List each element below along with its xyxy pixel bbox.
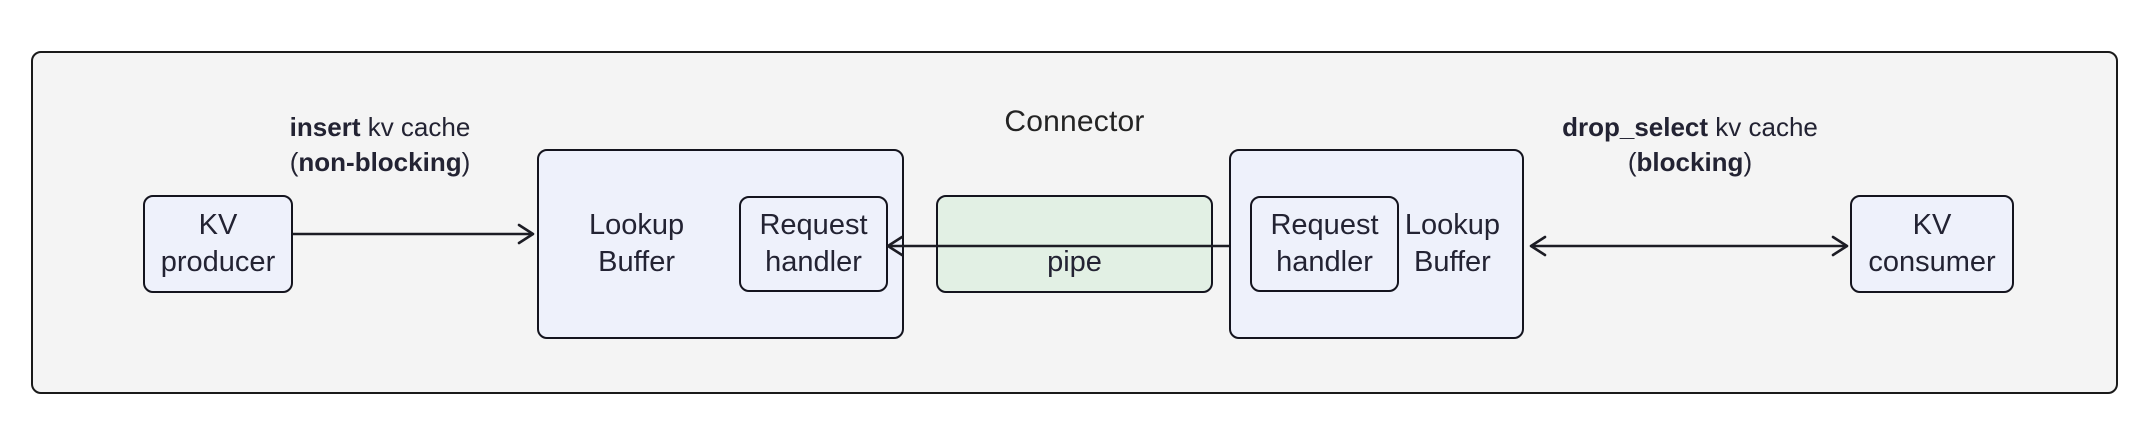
node-request-handler-right[interactable]: Request handler — [1250, 196, 1399, 292]
edge-label-insert-op: insert — [289, 112, 361, 142]
node-request-handler-left[interactable]: Request handler — [739, 196, 888, 292]
node-request-handler-left-label: Request handler — [759, 208, 868, 278]
edge-label-drop-select-paren-close: ) — [1743, 146, 1753, 177]
node-pipe[interactable]: pipe — [936, 195, 1213, 293]
edge-label-insert-paren-close: ) — [461, 146, 471, 177]
node-lookup-buffer-left-label: Lookup Buffer — [589, 208, 685, 278]
edge-label-drop-select-paren-open: ( — [1627, 146, 1637, 177]
edge-label-drop-select-mode: blocking — [1636, 146, 1744, 177]
edge-label-drop-select-op: drop_select — [1562, 112, 1709, 142]
node-kv-producer[interactable]: KV producer — [143, 195, 293, 293]
edge-label-insert-rest: kv cache — [360, 112, 471, 142]
edge-label-insert-mode: non-blocking — [298, 146, 462, 177]
node-pipe-label: pipe — [1047, 245, 1102, 278]
edge-label-drop-select: drop_select kv cache (blocking) — [1530, 110, 1850, 180]
node-lookup-buffer-right-label: Lookup Buffer — [1404, 208, 1500, 278]
node-kv-consumer-label: KV consumer — [1868, 208, 1996, 278]
edge-label-drop-select-rest: kv cache — [1708, 112, 1818, 142]
node-request-handler-right-label: Request handler — [1270, 208, 1379, 278]
edge-label-insert-paren-open: ( — [289, 146, 299, 177]
connector-title: Connector — [1004, 105, 1145, 138]
node-kv-consumer[interactable]: KV consumer — [1850, 195, 2014, 293]
edge-label-insert: insert kv cache (non-blocking) — [215, 110, 545, 180]
node-kv-producer-label: KV producer — [160, 208, 276, 278]
